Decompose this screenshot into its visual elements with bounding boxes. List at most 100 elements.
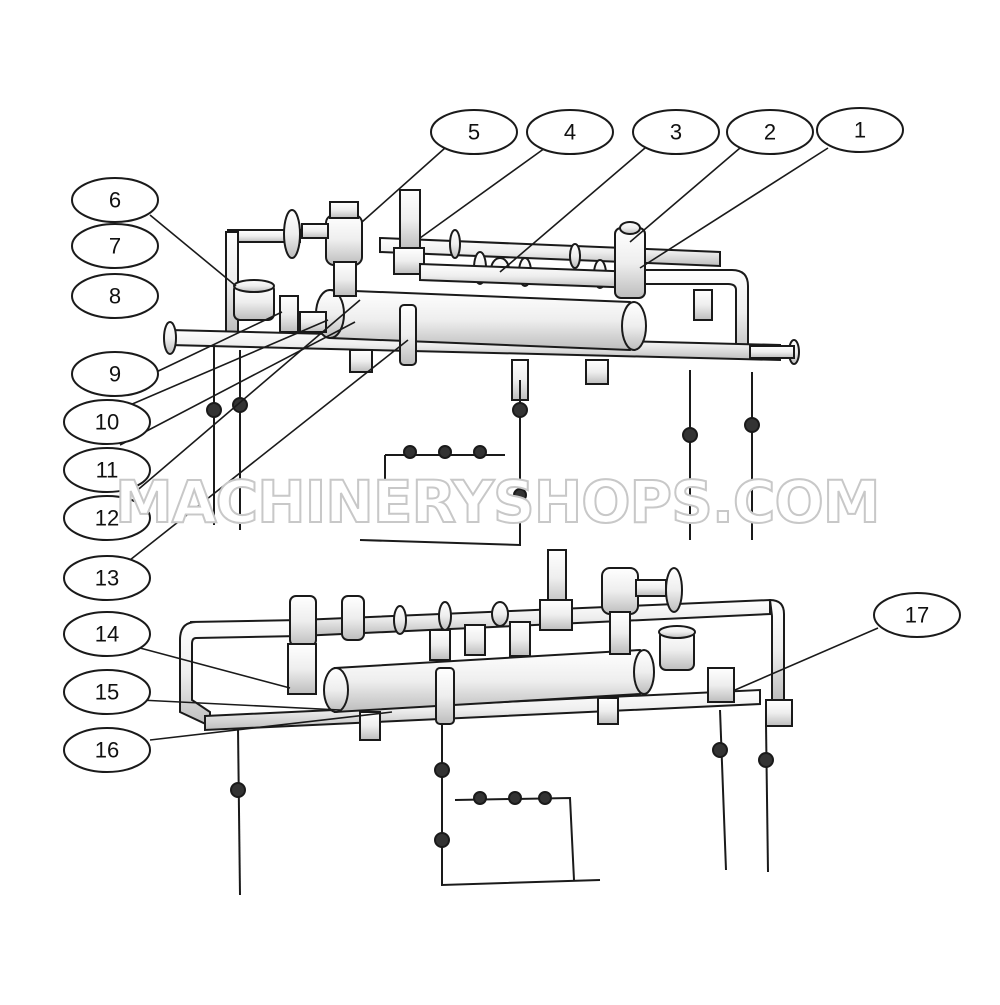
upper-gate-valve-bonnet bbox=[329, 201, 359, 219]
callout-16: 16 bbox=[63, 727, 151, 773]
upper-drain-valve-d bbox=[682, 427, 698, 443]
leader-line-13 bbox=[129, 339, 409, 561]
lower-tee-b bbox=[464, 624, 486, 656]
leader-line-12 bbox=[119, 299, 361, 506]
upper-regulator-left-cap bbox=[233, 279, 275, 293]
upper-assembly bbox=[163, 189, 800, 401]
lower-flange-c bbox=[491, 601, 509, 627]
callout-15: 15 bbox=[63, 669, 151, 715]
leader-line-6 bbox=[149, 214, 237, 287]
callout-label-17: 17 bbox=[905, 603, 929, 628]
leader-line-2 bbox=[629, 147, 741, 243]
lower-drain-lines bbox=[230, 709, 774, 896]
lower-flange-b bbox=[438, 601, 452, 631]
lower-tee-c bbox=[509, 621, 531, 657]
upper-drain-valve-a bbox=[206, 402, 222, 418]
lower-drain-valve-b bbox=[434, 762, 450, 778]
callout-bubble-14 bbox=[63, 611, 151, 657]
lower-branch-valve-a bbox=[473, 791, 487, 805]
callout-label-5: 5 bbox=[468, 120, 480, 145]
upper-left-flange bbox=[163, 321, 177, 355]
callout-14: 14 bbox=[63, 611, 151, 657]
callout-label-1: 1 bbox=[854, 118, 866, 143]
lower-regulator-b bbox=[341, 595, 365, 641]
lower-drain-center bbox=[441, 724, 601, 887]
callout-bubble-11 bbox=[63, 447, 151, 493]
callout-2: 2 bbox=[726, 109, 814, 155]
leader-line-17 bbox=[734, 627, 879, 691]
lower-left-loop bbox=[179, 618, 301, 728]
upper-regulator-right bbox=[614, 227, 646, 299]
lower-branch-valve-c bbox=[538, 791, 552, 805]
upper-flange-e bbox=[569, 243, 581, 269]
callout-bubble-4 bbox=[526, 109, 614, 155]
upper-support-right bbox=[585, 359, 609, 385]
callout-bubble-6 bbox=[71, 177, 159, 223]
callout-bubble-12 bbox=[63, 495, 151, 541]
callout-9: 9 bbox=[71, 351, 159, 397]
callout-label-16: 16 bbox=[95, 738, 119, 763]
callout-bubble-17 bbox=[873, 592, 961, 638]
callout-bubble-15 bbox=[63, 669, 151, 715]
leader-line-10 bbox=[129, 319, 329, 406]
upper-drain-valve-e bbox=[744, 417, 760, 433]
lower-regulator-a-drop bbox=[287, 643, 317, 695]
upper-right-filter bbox=[693, 289, 713, 321]
callout-label-8: 8 bbox=[109, 284, 121, 309]
upper-gate-valve-stem bbox=[301, 223, 329, 239]
callout-10: 10 bbox=[63, 399, 151, 445]
lower-drain-valve-c bbox=[434, 832, 450, 848]
lower-right-filter bbox=[765, 699, 793, 727]
callout-bubble-1 bbox=[816, 107, 904, 153]
lower-drain-right-a bbox=[719, 709, 727, 871]
callout-13: 13 bbox=[63, 555, 151, 601]
lower-regulator-a bbox=[289, 595, 317, 647]
lower-right-valve bbox=[707, 667, 735, 703]
callout-5: 5 bbox=[430, 109, 518, 155]
lower-support-left bbox=[359, 711, 381, 741]
lower-flow-meter bbox=[435, 667, 455, 725]
watermark-text: MACHINERYSHOPS.COM bbox=[115, 468, 879, 536]
lower-branch-valve-b bbox=[508, 791, 522, 805]
callout-bubble-13 bbox=[63, 555, 151, 601]
lower-drain-left bbox=[237, 727, 241, 896]
lower-right-riser bbox=[768, 598, 785, 701]
lower-relief-valve-base bbox=[539, 599, 573, 631]
callout-bubble-2 bbox=[726, 109, 814, 155]
lower-gate-valve-body bbox=[601, 567, 639, 615]
callout-label-11: 11 bbox=[96, 458, 119, 483]
callout-8: 8 bbox=[71, 273, 159, 319]
callout-label-10: 10 bbox=[95, 410, 119, 435]
leader-lines bbox=[119, 147, 879, 741]
upper-flow-meter bbox=[399, 304, 417, 366]
callout-11: 11 bbox=[63, 447, 151, 493]
callout-label-7: 7 bbox=[109, 234, 121, 259]
callout-3: 3 bbox=[632, 109, 720, 155]
callout-12: 12 bbox=[63, 495, 151, 541]
callout-bubble-3 bbox=[632, 109, 720, 155]
upper-gate-valve-handwheel bbox=[283, 209, 301, 259]
upper-branch-valve-b bbox=[438, 445, 452, 459]
upper-vessel-end-right bbox=[621, 301, 647, 351]
callout-label-4: 4 bbox=[564, 120, 576, 145]
callout-label-2: 2 bbox=[764, 120, 776, 145]
lower-gate-valve-stem bbox=[635, 579, 667, 597]
callout-label-3: 3 bbox=[670, 120, 682, 145]
upper-branch-valve-a bbox=[403, 445, 417, 459]
upper-bypass-pipe bbox=[419, 262, 641, 290]
callout-label-9: 9 bbox=[109, 362, 121, 387]
lower-top-header bbox=[299, 598, 771, 638]
callout-bubble-8 bbox=[71, 273, 159, 319]
leader-line-1 bbox=[639, 147, 829, 269]
leader-line-16 bbox=[149, 711, 393, 741]
lower-gate-valve-handwheel bbox=[665, 567, 683, 613]
lower-vessel-end-right bbox=[633, 649, 655, 695]
callout-bubble-16 bbox=[63, 727, 151, 773]
callout-4: 4 bbox=[526, 109, 614, 155]
lower-relief-valve bbox=[547, 549, 567, 607]
lower-assembly bbox=[179, 549, 793, 741]
leader-line-15 bbox=[139, 699, 341, 711]
lower-gate-valve-drop bbox=[609, 611, 631, 655]
